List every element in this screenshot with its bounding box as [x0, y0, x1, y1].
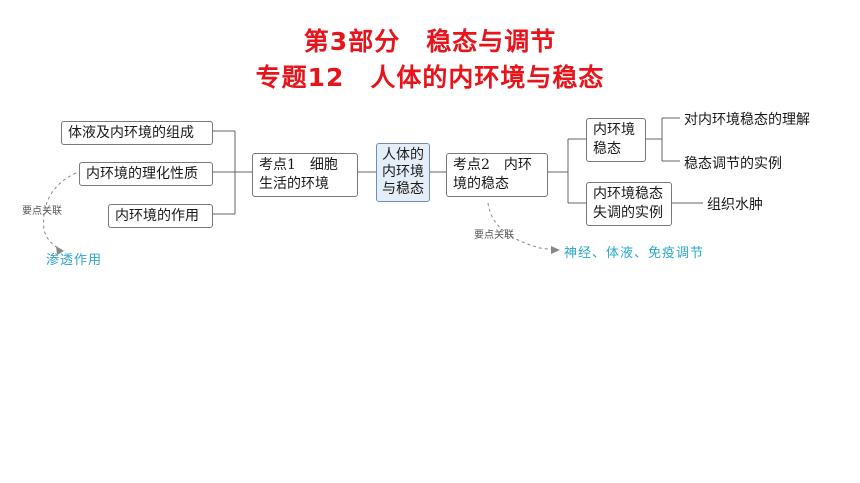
center-topic-box: 人体的 内环境 与稳态 [376, 143, 430, 202]
sub2-box: 内环境稳态 失调的实例 [586, 182, 672, 226]
sub1-item-1: 对内环境稳态的理解 [684, 112, 810, 128]
right-link-target: 神经、体液、免疫调节 [564, 246, 705, 261]
sub2-item-1: 组织水肿 [707, 197, 763, 213]
left-item-3: 内环境的作用 [108, 204, 213, 228]
left-item-1: 体液及内环境的组成 [61, 121, 213, 145]
left-link-label: 要点关联 [22, 206, 62, 217]
sub1-item-2: 稳态调节的实例 [684, 156, 782, 172]
right-link-label: 要点关联 [474, 230, 514, 241]
page-title: 第3部分 稳态与调节 [303, 27, 557, 56]
sub1-box: 内环境 稳态 [586, 118, 646, 162]
left-link-target: 渗透作用 [46, 253, 103, 268]
topic2-box: 考点2 内环 境的稳态 [446, 153, 548, 197]
topic1-box: 考点1 细胞 生活的环境 [252, 153, 358, 197]
page-subtitle: 专题12 人体的内环境与稳态 [255, 63, 605, 92]
left-item-2: 内环境的理化性质 [79, 162, 213, 186]
